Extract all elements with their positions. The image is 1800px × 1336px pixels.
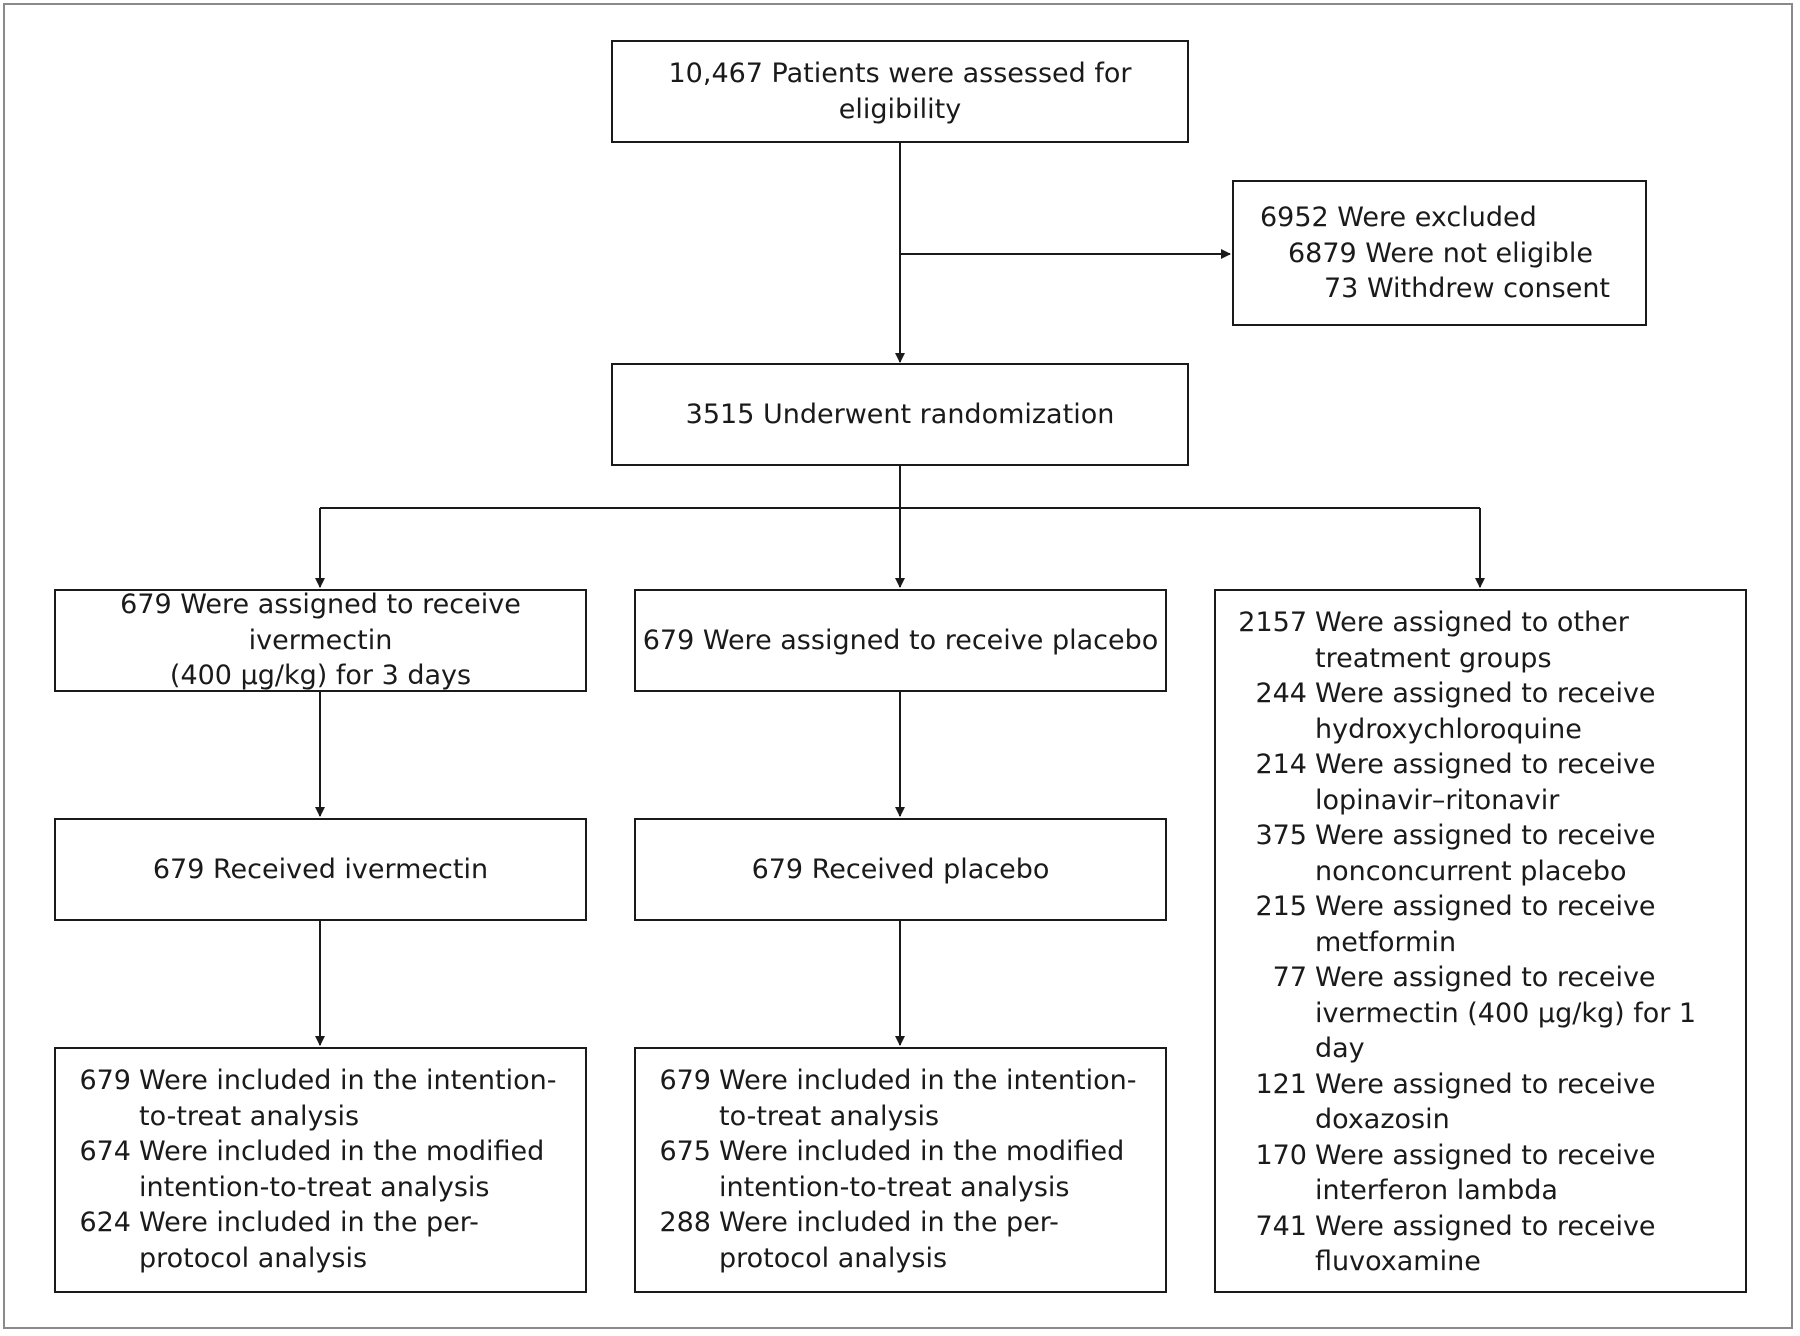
other-groups-list: 2157 Were assigned to other treatment gr… [1228, 605, 1733, 1280]
other-groups-box: 2157 Were assigned to other treatment gr… [1214, 589, 1747, 1293]
list-item: 679 Were included in the intention-to-tr… [659, 1065, 1137, 1132]
randomized-box: 3515 Underwent randomization [611, 363, 1189, 466]
ivermectin-received-label: 679 Received ivermectin [152, 853, 489, 885]
list-item: 77 Were assigned to receive ivermectin (… [1272, 962, 1697, 1064]
list-item: 215 Were assigned to receive metformin [1255, 891, 1656, 958]
excluded-box: 6952 Were excluded 6879 Were not eligibl… [1232, 180, 1647, 326]
placebo-assigned-label: 679 Were assigned to receive placebo [642, 624, 1159, 656]
placebo-analysis-box: 679 Were included in the intention-to-tr… [634, 1047, 1167, 1293]
list-item: 214 Were assigned to receive lopinavir–r… [1255, 749, 1656, 816]
other-groups-total-text: Were assigned to other treatment groups [1315, 607, 1629, 674]
list-item: 674 Were included in the modified intent… [79, 1136, 545, 1203]
figure-frame [3, 3, 1793, 1329]
other-groups-total-row: 2157 Were assigned to other treatment gr… [1228, 605, 1733, 676]
ivermectin-assigned-line1: 679 Were assigned to receive ivermectin [120, 589, 521, 656]
randomized-label: 3515 Underwent randomization [685, 398, 1115, 430]
ivermectin-analysis-list: 679 Were included in the intention-to-tr… [68, 1063, 573, 1276]
list-item: 244 Were assigned to receive hydroxychlo… [1255, 678, 1656, 745]
list-item: 170 Were assigned to receive interferon … [1255, 1139, 1656, 1207]
assessed-label: 10,467 Patients were assessed for eligib… [668, 58, 1132, 125]
ivermectin-assigned-line2: (400 μg/kg) for 3 days [169, 660, 472, 692]
placebo-assigned-box: 679 Were assigned to receive placebo [634, 589, 1167, 692]
list-item: 121 Were assigned to receive doxazosin [1255, 1068, 1656, 1136]
excluded-withdrew: 73 Withdrew consent [1324, 273, 1611, 304]
ivermectin-analysis-box: 679 Were included in the intention-to-tr… [54, 1047, 587, 1293]
list-item: 741 Were assigned to receive fluvoxamine [1255, 1210, 1656, 1278]
placebo-received-label: 679 Received placebo [751, 853, 1050, 885]
other-groups-total-n: 2157 [1238, 607, 1307, 638]
list-item: 679 Were included in the intention-to-tr… [79, 1065, 557, 1132]
list-item: 675 Were included in the modified intent… [659, 1136, 1125, 1203]
ivermectin-assigned-box: 679 Were assigned to receive ivermectin … [54, 589, 587, 692]
assessed-box: 10,467 Patients were assessed for eligib… [611, 40, 1189, 143]
list-item: 375 Were assigned to receive nonconcurre… [1255, 820, 1656, 887]
list-item: 624 Were included in the per-protocol an… [79, 1207, 479, 1274]
placebo-analysis-list: 679 Were included in the intention-to-tr… [648, 1063, 1153, 1276]
excluded-not-eligible: 6879 Were not eligible [1288, 237, 1594, 269]
list-item: 288 Were included in the per-protocol an… [659, 1207, 1059, 1274]
placebo-received-box: 679 Received placebo [634, 818, 1167, 921]
excluded-total: 6952 Were excluded [1260, 202, 1537, 233]
ivermectin-received-box: 679 Received ivermectin [54, 818, 587, 921]
